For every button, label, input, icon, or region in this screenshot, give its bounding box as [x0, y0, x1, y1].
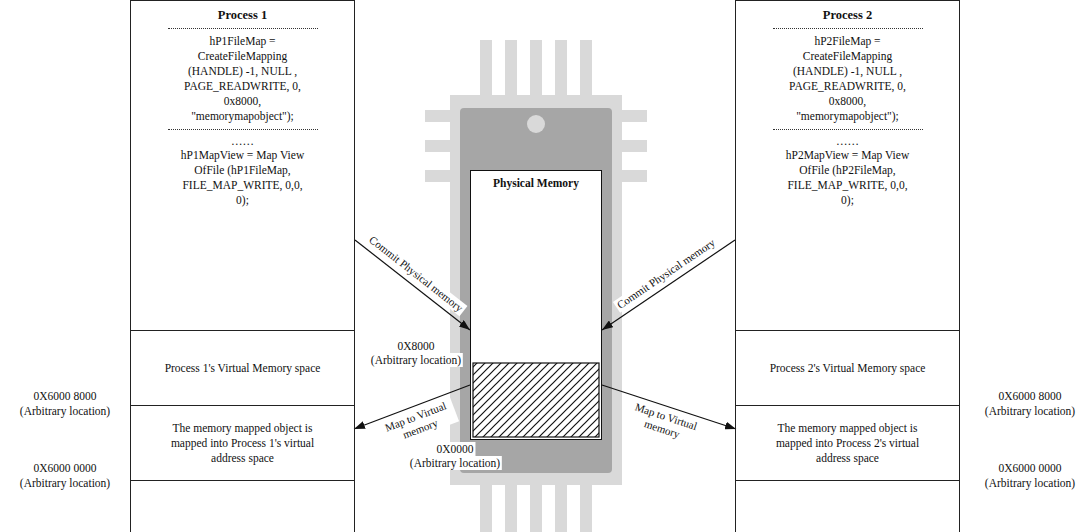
chip-pin [580, 480, 592, 532]
chip-frame [460, 108, 612, 473]
address-label: (Arbitrary location) [18, 404, 112, 418]
process-column: Process 2 hP2FileMap = CreateFileMapping … [735, 0, 960, 532]
address-label: 0X6000 8000 [997, 389, 1064, 403]
process-column: Process 1 hP1FileMap = CreateFileMapping … [130, 0, 355, 532]
chip-body [450, 95, 622, 485]
address-label: (Arbitrary location) [369, 353, 463, 367]
chip-pin [480, 40, 492, 100]
address-label: (Arbitrary location) [408, 456, 502, 470]
address-label: 0X0000 [434, 442, 475, 456]
chip-pin [580, 40, 592, 100]
mapped-region [473, 363, 599, 437]
process-title: Process 1 [218, 8, 267, 23]
address-label: 0X6000 8000 [32, 389, 99, 403]
arrow-connector [602, 240, 735, 330]
band-text: The memory mapped object is mapped into … [157, 421, 328, 466]
edge-label: Map to Virtual memory [377, 397, 459, 449]
edge-label: Commit Physical memory [365, 232, 467, 316]
address-label: (Arbitrary location) [18, 476, 112, 490]
band-text: The memory mapped object is mapped into … [762, 421, 933, 466]
code-text: hP2MapView = Map View OfFile (hP2FileMap… [773, 148, 923, 208]
chip-pin [505, 40, 517, 100]
edge-label: Commit Physical memory [613, 235, 719, 313]
address-label: 0X6000 0000 [997, 461, 1064, 475]
chip-notch [527, 115, 545, 133]
chip-pin [555, 480, 567, 532]
mapped-band: The memory mapped object is mapped into … [736, 405, 959, 481]
ellipsis-text: …… [836, 134, 859, 148]
edge-label: Map to Virtual memory [623, 399, 705, 448]
address-label: 0X8000 [395, 339, 436, 353]
chip-pin [530, 40, 542, 100]
memory-band: Process 1's Virtual Memory space [131, 330, 354, 405]
memory-band: Process 2's Virtual Memory space [736, 330, 959, 405]
code-text: hP1MapView = Map View OfFile (hP1FileMap… [168, 148, 318, 208]
chip-pin [480, 480, 492, 532]
mapped-band: The memory mapped object is mapped into … [131, 405, 354, 481]
address-label: 0X6000 0000 [32, 461, 99, 475]
physical-memory-box: Physical Memory [470, 170, 602, 440]
ellipsis-text: …… [231, 134, 254, 148]
memory-title: Physical Memory [493, 176, 579, 190]
band-text: Process 1's Virtual Memory space [165, 361, 321, 376]
address-label: (Arbitrary location) [983, 404, 1077, 418]
code-text: hP1FileMap = CreateFileMapping (HANDLE) … [168, 28, 318, 130]
memory-ground [470, 170, 602, 440]
code-text: hP2FileMap = CreateFileMapping (HANDLE) … [773, 28, 923, 130]
process-title: Process 2 [823, 8, 872, 23]
chip-pin [555, 40, 567, 100]
chip-pin [530, 480, 542, 532]
band-text: Process 2's Virtual Memory space [770, 361, 926, 376]
chip-pin [505, 480, 517, 532]
arrow-connector [355, 240, 470, 330]
address-label: (Arbitrary location) [983, 476, 1077, 490]
